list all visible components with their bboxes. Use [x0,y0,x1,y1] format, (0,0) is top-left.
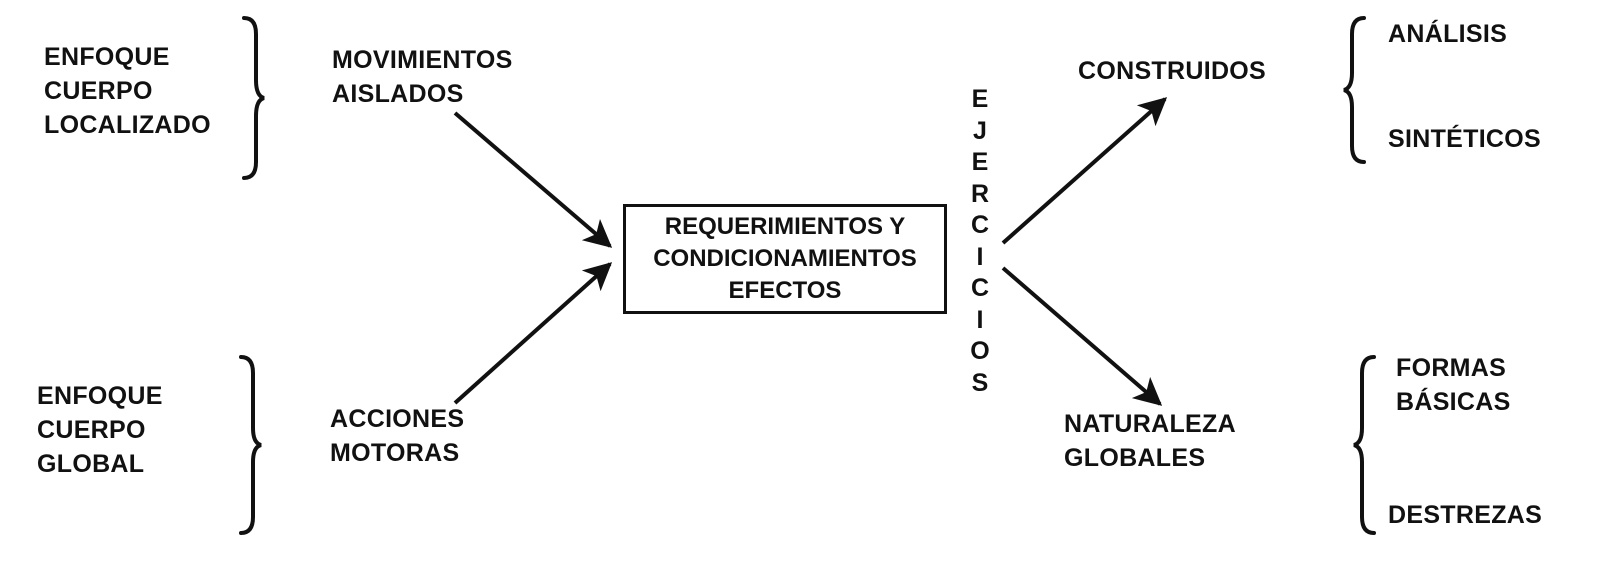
label-line: AISLADOS [332,80,464,108]
brace-right-top [1343,16,1366,164]
label-line: ANÁLISIS [1388,20,1508,48]
item-label-motor-actions: ACCIONES MOTORAS [330,402,464,470]
label-line: CONSTRUIDOS [1078,57,1267,85]
subtype-label-skills: DESTREZAS [1388,498,1542,532]
subtype-label-analysis: ANÁLISIS [1388,17,1507,51]
item-label-isolated-movements: MOVIMIENTOS AISLADOS [332,43,513,111]
label-line: ACCIONES [330,405,465,433]
label-line: GLOBALES [1064,444,1206,472]
label-line: BÁSICAS [1396,388,1511,416]
center-line: EFECTOS [728,277,842,304]
arrow-ejercicios-to-naturaleza [1001,266,1163,406]
label-line: CUERPO [37,416,146,444]
label-line: LOCALIZADO [44,111,211,139]
label-line: FORMAS [1396,354,1507,382]
vertical-letter: I [976,242,984,271]
vertical-letter: E [971,85,989,113]
focus-label-localized: ENFOQUE CUERPO LOCALIZADO [44,40,211,142]
arrow-ejercicios-to-construidos [1001,97,1168,245]
subtype-label-basic-forms: FORMAS BÁSICAS [1396,351,1511,419]
label-line: CUERPO [44,77,153,105]
center-box: REQUERIMIENTOS Y CONDICIONAMIENTOS EFECT… [623,204,947,314]
arrow-movimientos-to-center [453,111,613,248]
label-line: GLOBAL [37,450,145,478]
label-line: ENFOQUE [44,43,170,71]
vertical-letter: O [970,337,990,365]
label-line: ENFOQUE [37,382,163,410]
label-line: NATURALEZA [1064,410,1236,438]
vertical-letter: J [973,116,987,145]
brace-right-bottom [1353,355,1376,535]
label-line: DESTREZAS [1388,501,1543,529]
vertical-letter: R [970,179,990,208]
center-line: REQUERIMIENTOS Y [664,213,906,240]
brace-left-top [242,16,265,180]
subtype-label-synthetic: SINTÉTICOS [1388,122,1541,156]
focus-label-global: ENFOQUE CUERPO GLOBAL [37,379,163,481]
vertical-letter: C [970,211,990,239]
brace-left-bottom [239,355,262,535]
vertical-letter: S [971,368,989,397]
label-line: MOVIMIENTOS [332,46,513,74]
vertical-letter: E [971,148,989,176]
category-label-constructed: CONSTRUIDOS [1078,54,1266,88]
vertical-letter: C [970,274,990,302]
center-line: CONDICIONAMIENTOS [653,245,917,272]
vertical-letter: I [976,305,984,334]
label-line: SINTÉTICOS [1388,125,1542,153]
arrow-acciones-to-center [453,262,613,405]
category-label-nature-global: NATURALEZA GLOBALES [1064,407,1236,475]
label-line: MOTORAS [330,439,460,467]
